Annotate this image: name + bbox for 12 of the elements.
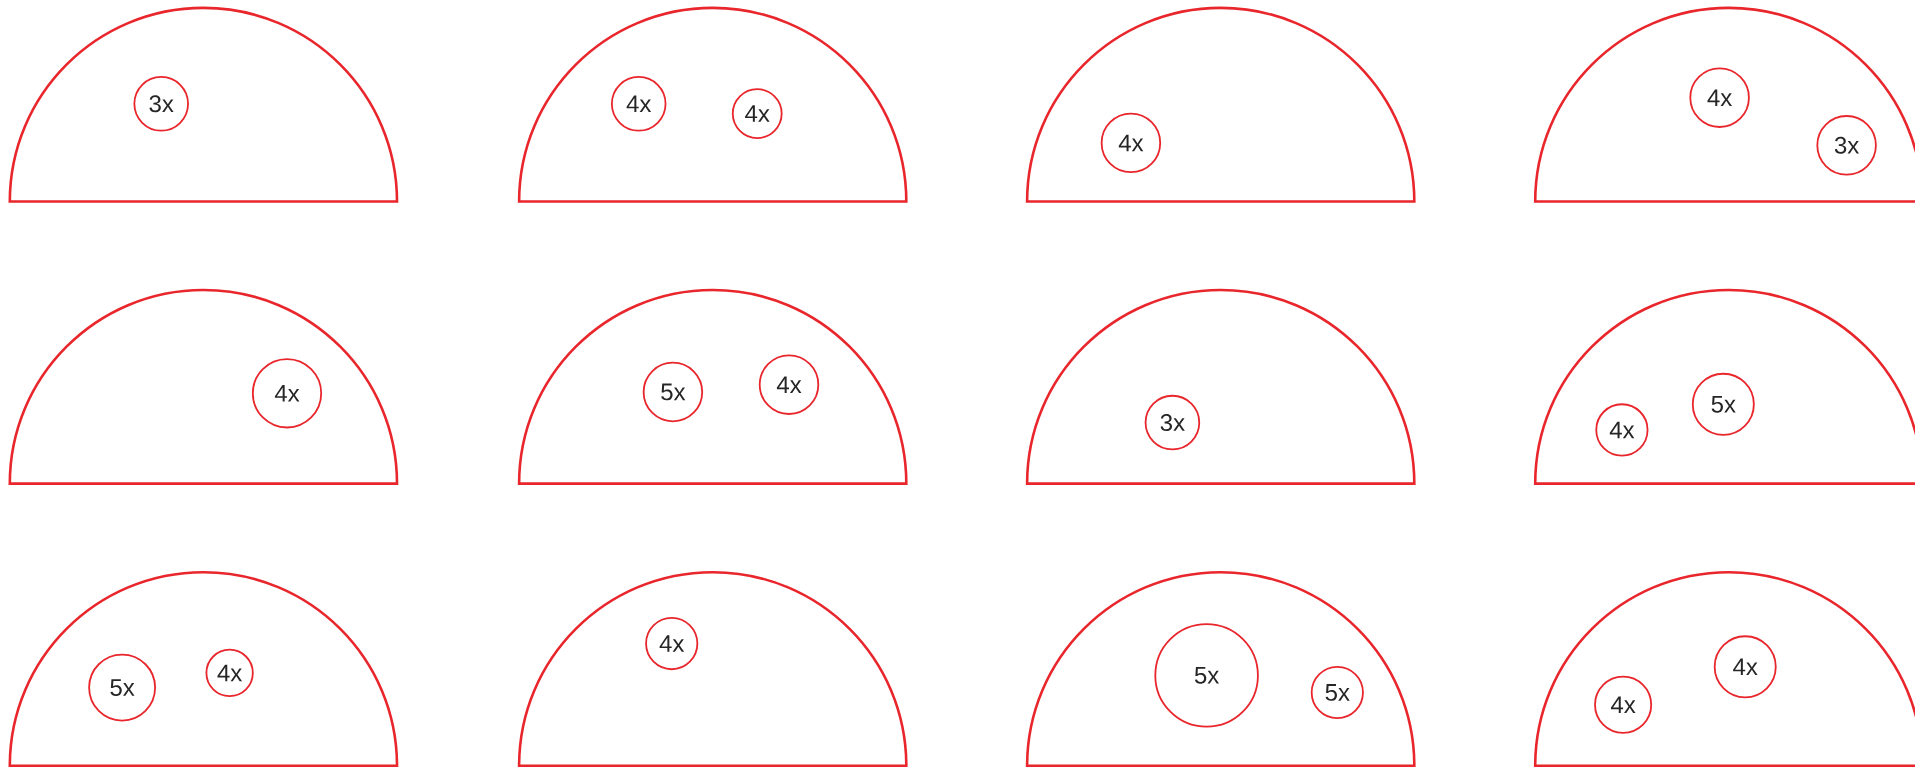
semicircle: [8, 6, 399, 203]
semicircle: [517, 570, 908, 767]
semicircle: [1533, 570, 1915, 767]
semicircle: [1533, 288, 1915, 485]
semicircle: [1533, 6, 1915, 203]
semicircle: [1025, 6, 1416, 203]
semicircle: [517, 6, 908, 203]
semicircle: [8, 288, 399, 485]
semicircle: [517, 288, 908, 485]
semicircle: [1025, 288, 1416, 485]
semicircle: [8, 570, 399, 767]
semicircle: [1025, 570, 1416, 767]
